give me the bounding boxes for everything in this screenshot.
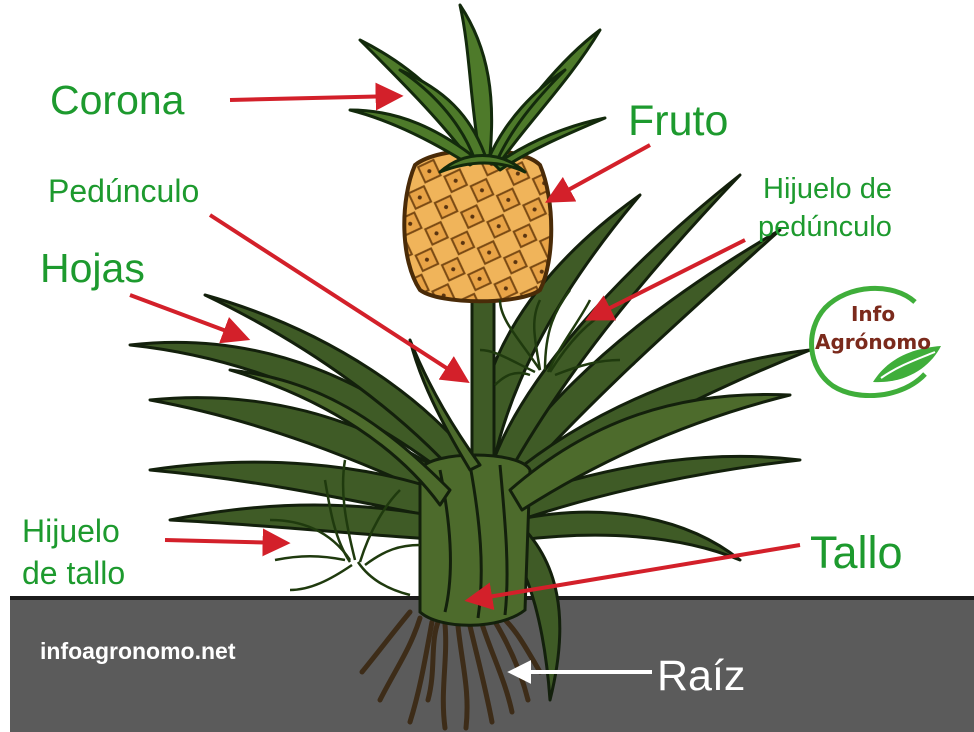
peduncle-stalk xyxy=(472,300,494,480)
title-fragment xyxy=(235,0,755,6)
label-peduncle: Pedúnculo xyxy=(48,175,199,207)
label-tallo: Tallo xyxy=(810,530,903,575)
label-hijuelo-tallo-line1: Hijuelo xyxy=(22,515,120,547)
logo-text-info: Info xyxy=(803,302,943,326)
logo-text-agronomo: Agrónomo xyxy=(803,330,943,354)
pineapple-crown xyxy=(350,5,605,172)
label-hijuelo-pedunculo-line2: pedúnculo xyxy=(758,213,892,242)
label-corona: Corona xyxy=(50,80,184,121)
website-watermark: infoagronomo.net xyxy=(40,638,235,665)
label-hijuelo-tallo-line2: de tallo xyxy=(22,557,125,589)
label-hijuelo-pedunculo-line1: Hijuelo de xyxy=(763,175,892,204)
label-hojas: Hojas xyxy=(40,248,145,289)
label-raiz: Raíz xyxy=(657,652,745,701)
pineapple-fruit xyxy=(404,150,551,301)
infoagronomo-logo: Info Agrónomo xyxy=(803,280,943,398)
label-fruto: Fruto xyxy=(628,100,728,143)
